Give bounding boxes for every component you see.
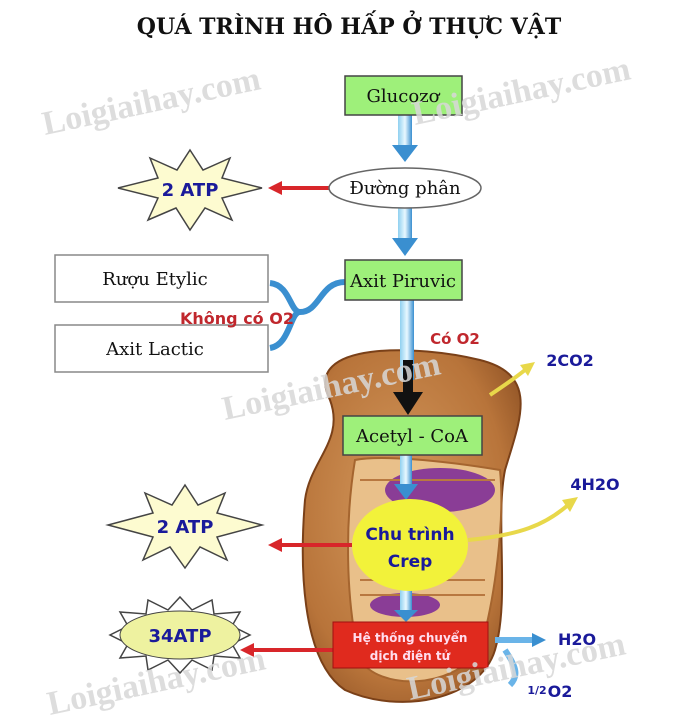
svg-text:Axit Piruvic: Axit Piruvic (349, 271, 456, 292)
product-4h2o: 4H2O (570, 475, 619, 494)
arrow-down-icon (392, 238, 418, 256)
svg-text:34ATP: 34ATP (148, 626, 211, 647)
product-h2o: H2O (558, 630, 596, 649)
atp-star-electron-transport: 34ATP (108, 595, 252, 675)
svg-text:Axit Lactic: Axit Lactic (105, 339, 204, 360)
svg-text:Đường phân: Đường phân (349, 178, 461, 199)
node-acetyl-coa: Acetyl - CoA (342, 415, 483, 456)
svg-text:2 ATP: 2 ATP (157, 517, 214, 538)
node-ruou-etylic: Rượu Etylic (54, 254, 269, 303)
node-electron-transport: Hệ thống chuyển dịch điện tử (332, 621, 489, 669)
reactant-half-o2: 1/2 O2 (527, 682, 572, 701)
watermark: Loigiaihay.com (39, 60, 264, 142)
svg-text:Glucozơ: Glucozơ (367, 86, 441, 107)
node-duong-phan: Đường phân (328, 167, 482, 209)
svg-text:Hệ thống chuyển: Hệ thống chuyển (353, 630, 468, 645)
svg-text:1/2: 1/2 (527, 684, 546, 697)
svg-text:Crep: Crep (388, 552, 433, 572)
svg-text:Acetyl - CoA: Acetyl - CoA (355, 426, 469, 447)
node-axit-lactic: Axit Lactic (54, 324, 269, 373)
node-glucozo: Glucozơ (344, 75, 463, 116)
atp-star-krebs: 2 ATP (105, 483, 265, 570)
node-axit-piruvic: Axit Piruvic (344, 259, 463, 301)
label-no-oxygen: Không có O2 (180, 309, 294, 328)
svg-text:O2: O2 (548, 682, 573, 701)
product-co2: 2CO2 (546, 351, 594, 370)
atp-star-glycolysis: 2 ATP (117, 148, 263, 232)
watermark: Loigiaihay.com (409, 50, 634, 132)
diagram-title: QUÁ TRÌNH HÔ HẤP Ở THỰC VẬT (137, 10, 562, 40)
arrow-down-icon (393, 392, 423, 415)
svg-text:2 ATP: 2 ATP (162, 180, 219, 201)
node-krebs-cycle: Chu trình Crep (352, 499, 468, 591)
svg-text:dịch điện tử: dịch điện tử (370, 649, 451, 663)
arrow-down-icon (392, 145, 418, 162)
svg-text:Rượu Etylic: Rượu Etylic (102, 269, 207, 290)
svg-text:Chu trình: Chu trình (365, 525, 454, 545)
label-with-oxygen: Có O2 (430, 330, 480, 348)
